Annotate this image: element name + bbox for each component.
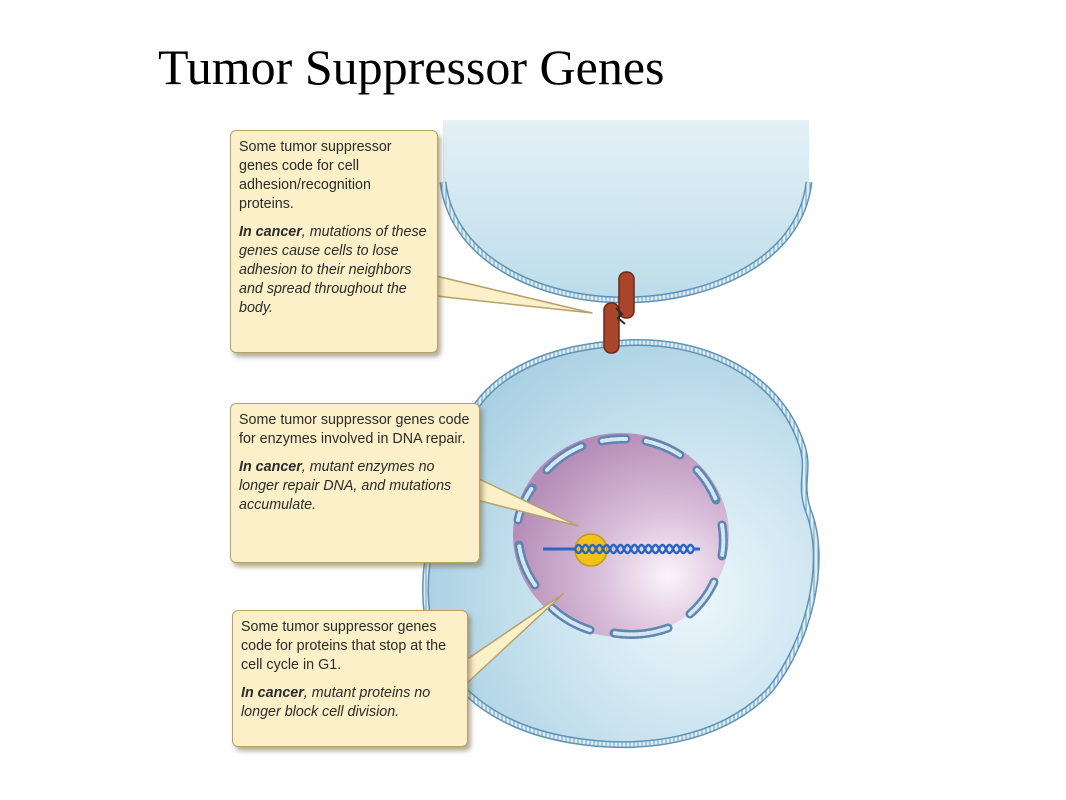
callout-cell-cycle-cancer: In cancer, mutant proteins no longer blo… xyxy=(241,684,459,722)
in-cancer-label: In cancer xyxy=(239,459,302,475)
in-cancer-label: In cancer xyxy=(239,224,302,240)
callout-cell-cycle-description: Some tumor suppressor genes code for pro… xyxy=(241,619,447,673)
dna-helix xyxy=(543,543,700,555)
callout-dna-repair-cancer-text: , mutant enzymes no longer repair DNA, a… xyxy=(239,459,452,513)
callout-adhesion-cancer-text: , mutations of these genes cause cells t… xyxy=(239,224,427,316)
callout-dna-repair-cancer: In cancer, mutant enzymes no longer repa… xyxy=(239,458,471,515)
callout-dna-repair-description: Some tumor suppressor genes code for enz… xyxy=(239,412,470,447)
callout-cell-cycle-cancer-text: , mutant proteins no longer block cell d… xyxy=(241,685,431,720)
callout-adhesion-cancer: In cancer, mutations of these genes caus… xyxy=(239,223,429,318)
nuclear-envelope xyxy=(513,434,728,639)
callout-adhesion-description: Some tumor suppressor genes code for cel… xyxy=(239,139,392,212)
callout-adhesion: Some tumor suppressor genes code for cel… xyxy=(230,130,438,353)
slide-title: Tumor Suppressor Genes xyxy=(158,39,665,95)
neighbor-cell xyxy=(443,120,809,300)
in-cancer-label: In cancer xyxy=(241,685,304,701)
callout-cell-cycle: Some tumor suppressor genes code for pro… xyxy=(232,610,468,747)
callout-dna-repair: Some tumor suppressor genes code for enz… xyxy=(230,403,480,563)
callout-pointers xyxy=(435,275,593,685)
adhesion-protein xyxy=(603,271,635,354)
nucleus xyxy=(513,433,729,637)
